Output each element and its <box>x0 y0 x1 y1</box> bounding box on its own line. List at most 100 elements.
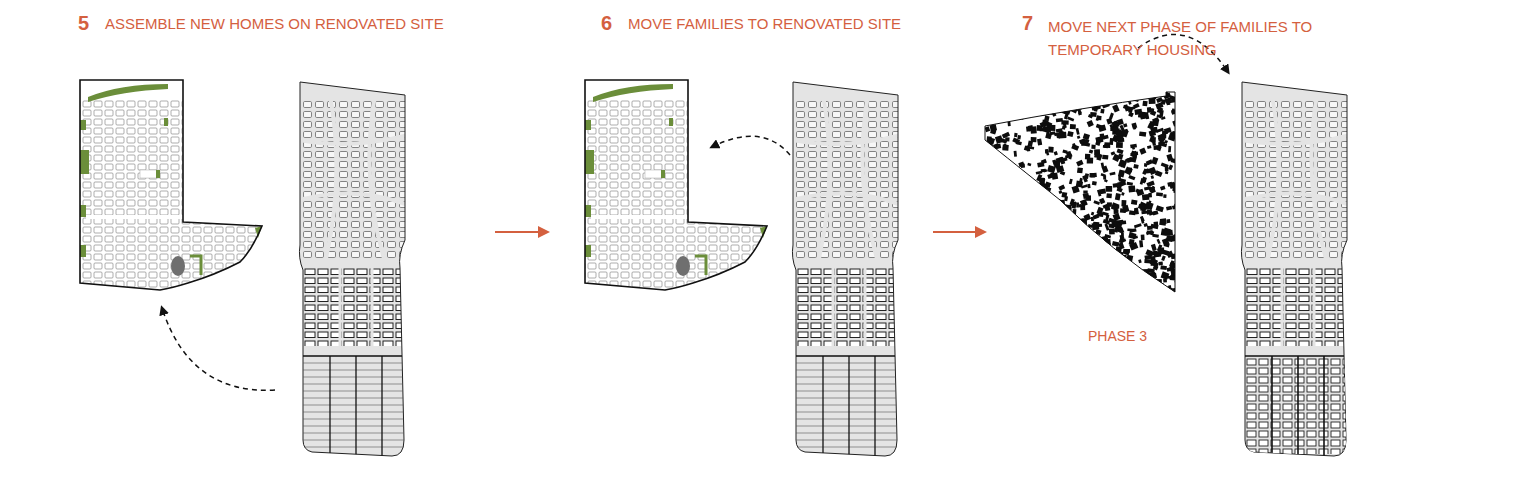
building <box>1022 101 1027 105</box>
building <box>1117 274 1121 279</box>
building <box>1167 182 1172 187</box>
building <box>989 143 993 147</box>
building <box>992 232 997 239</box>
building <box>1134 109 1142 115</box>
building <box>1020 171 1024 174</box>
building <box>982 288 990 296</box>
building <box>1082 291 1088 295</box>
building <box>995 244 1000 249</box>
building <box>1034 233 1039 240</box>
building <box>1037 227 1042 231</box>
building <box>1040 109 1046 115</box>
building <box>1076 101 1083 106</box>
building <box>1124 90 1128 96</box>
building <box>1140 178 1144 185</box>
building <box>1127 106 1135 110</box>
building <box>1052 159 1057 165</box>
building <box>1161 162 1169 168</box>
building <box>1158 262 1163 266</box>
building <box>1131 122 1137 128</box>
building <box>1014 151 1017 157</box>
building <box>1062 288 1070 297</box>
building <box>1161 91 1169 97</box>
building <box>1147 107 1151 113</box>
building <box>1056 267 1061 272</box>
building <box>1092 181 1097 186</box>
building <box>1175 116 1182 123</box>
building <box>1084 234 1091 240</box>
building <box>1144 223 1148 227</box>
building <box>1113 290 1117 293</box>
building <box>1123 123 1127 127</box>
move-arrow <box>712 136 790 155</box>
building <box>1006 286 1012 293</box>
building <box>1013 257 1019 264</box>
building <box>1130 242 1134 247</box>
building <box>1059 134 1067 139</box>
building <box>1119 178 1126 183</box>
building <box>1087 231 1094 236</box>
building <box>1177 229 1183 236</box>
building <box>990 117 994 121</box>
building <box>1169 260 1175 267</box>
building <box>1155 279 1162 283</box>
building <box>1005 116 1012 119</box>
building <box>1031 137 1037 142</box>
building <box>992 185 997 192</box>
building <box>1044 213 1050 219</box>
building <box>1013 294 1019 298</box>
building <box>1001 218 1007 224</box>
building <box>1145 112 1149 119</box>
building <box>1085 154 1090 160</box>
building <box>1110 172 1116 176</box>
building <box>1061 120 1069 125</box>
building <box>1047 165 1056 173</box>
building <box>1118 242 1124 249</box>
building <box>1152 117 1159 123</box>
building <box>1102 155 1108 160</box>
building <box>1098 257 1102 261</box>
building <box>1047 173 1055 179</box>
building <box>1147 273 1150 277</box>
building <box>1147 226 1153 230</box>
building <box>1082 243 1088 250</box>
building <box>1024 275 1029 280</box>
site-plots <box>300 356 408 456</box>
building <box>1106 193 1112 198</box>
building <box>1068 276 1073 282</box>
building <box>1159 283 1165 289</box>
building <box>1079 243 1087 249</box>
step-title: ASSEMBLE NEW HOMES ON RENOVATED SITE <box>105 15 444 33</box>
building <box>1133 284 1137 288</box>
building <box>1027 163 1031 166</box>
building <box>1131 200 1138 205</box>
building <box>1012 169 1017 175</box>
building <box>1054 151 1058 155</box>
building <box>1137 291 1141 296</box>
building <box>1135 282 1142 288</box>
building <box>1012 274 1016 280</box>
building <box>1100 109 1104 114</box>
building <box>1166 235 1173 242</box>
building <box>1054 207 1060 211</box>
building <box>1100 293 1106 300</box>
building <box>1087 262 1094 267</box>
building <box>1058 185 1065 191</box>
building <box>1175 256 1179 263</box>
building <box>1087 272 1091 276</box>
building <box>1031 276 1035 280</box>
building <box>987 212 992 217</box>
building <box>1042 292 1051 299</box>
building <box>1088 114 1093 118</box>
building <box>1105 206 1111 211</box>
building <box>1058 93 1063 98</box>
building <box>987 103 994 110</box>
building <box>1074 233 1082 240</box>
building <box>1125 270 1128 274</box>
building <box>1106 284 1110 288</box>
building <box>1013 201 1017 208</box>
building <box>1069 254 1076 259</box>
building <box>1032 271 1039 277</box>
building <box>1058 213 1063 218</box>
building <box>1168 133 1176 142</box>
